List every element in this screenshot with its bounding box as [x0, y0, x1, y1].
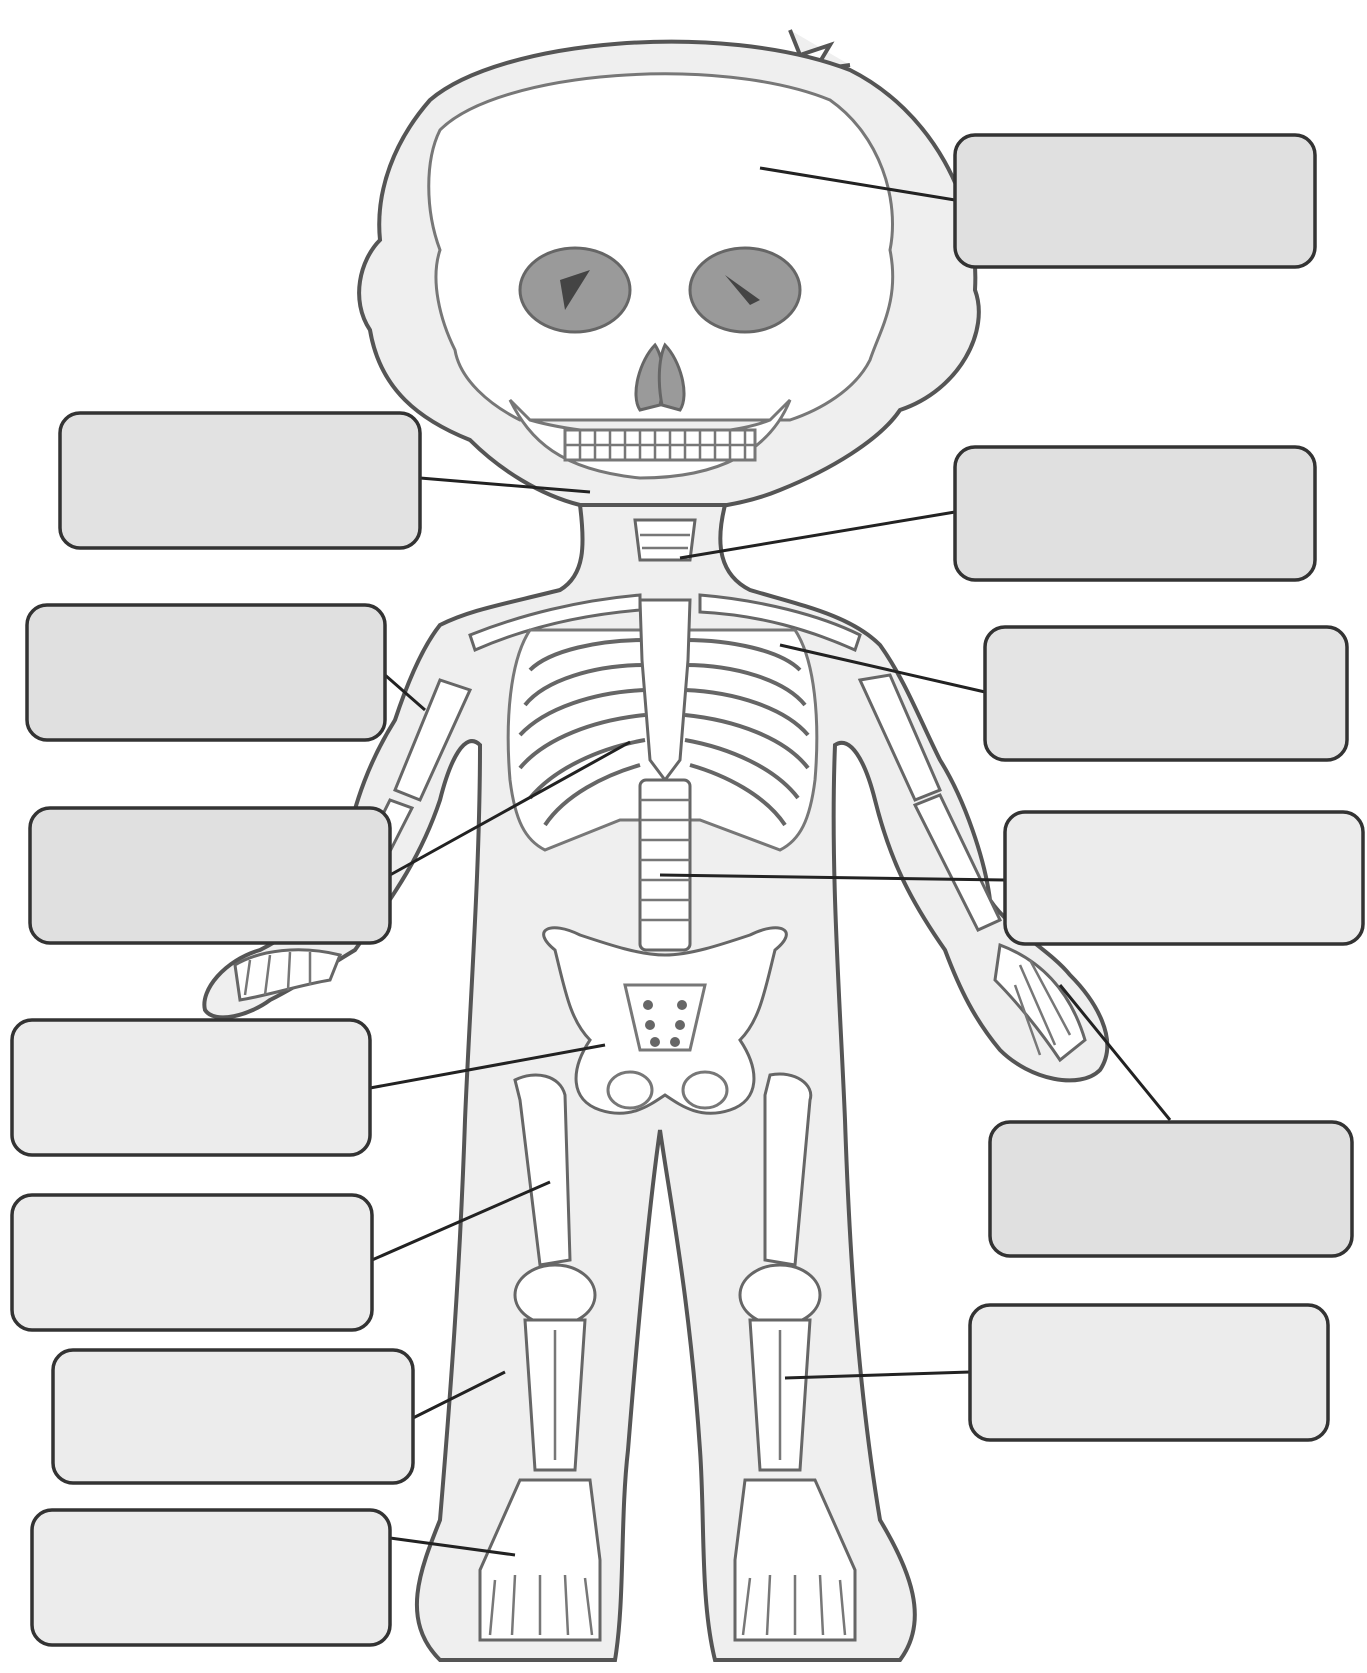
- neck-vertebrae: [635, 520, 695, 560]
- label-box-ribs[interactable]: [30, 808, 390, 943]
- label-box-hand[interactable]: [990, 1122, 1352, 1256]
- label-box-upper-arm[interactable]: [27, 605, 385, 740]
- left-knee: [515, 1265, 595, 1325]
- spine-column: [640, 780, 690, 950]
- label-box-collarbone[interactable]: [985, 627, 1347, 760]
- pelvis: [544, 928, 787, 1114]
- sacrum: [625, 985, 705, 1050]
- label-box-jaw[interactable]: [60, 413, 420, 548]
- label-box-neck-bones[interactable]: [955, 447, 1315, 580]
- label-box-thigh[interactable]: [12, 1195, 372, 1330]
- spine: [640, 780, 690, 950]
- label-box-spine[interactable]: [1005, 812, 1363, 944]
- label-box-lower-leg-right[interactable]: [970, 1305, 1328, 1440]
- label-box-foot[interactable]: [32, 1510, 390, 1645]
- hip-hole-right: [683, 1072, 727, 1108]
- label-box-lower-leg-left[interactable]: [53, 1350, 413, 1483]
- right-knee: [740, 1265, 820, 1325]
- label-box-pelvis[interactable]: [12, 1020, 370, 1155]
- label-box-skull[interactable]: [955, 135, 1315, 267]
- hip-hole-left: [608, 1072, 652, 1108]
